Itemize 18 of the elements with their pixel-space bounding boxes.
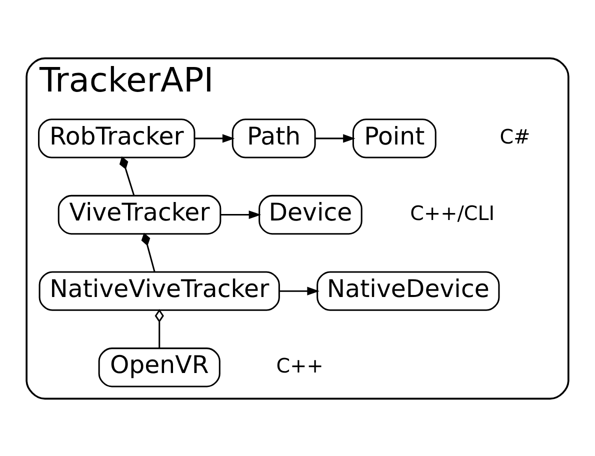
arrow (221, 210, 262, 219)
node-box: NativeDevice (316, 270, 500, 310)
arrow (194, 134, 235, 142)
connector (141, 232, 156, 272)
node-box: Path (232, 118, 316, 158)
connector (154, 308, 164, 348)
node-box: Point (352, 118, 436, 158)
node-box: OpenVR (98, 347, 220, 387)
node-box: ViveTracker (58, 194, 222, 234)
node-box: NativeViveTracker (38, 270, 280, 310)
label: C# (500, 125, 530, 148)
label: C++ (276, 354, 324, 378)
node-box: Device (258, 194, 362, 234)
arrow (315, 134, 356, 142)
arrow (279, 286, 320, 295)
node-box: RobTracker (38, 118, 196, 158)
label: C++/CLI (410, 201, 495, 224)
connector (119, 156, 135, 196)
